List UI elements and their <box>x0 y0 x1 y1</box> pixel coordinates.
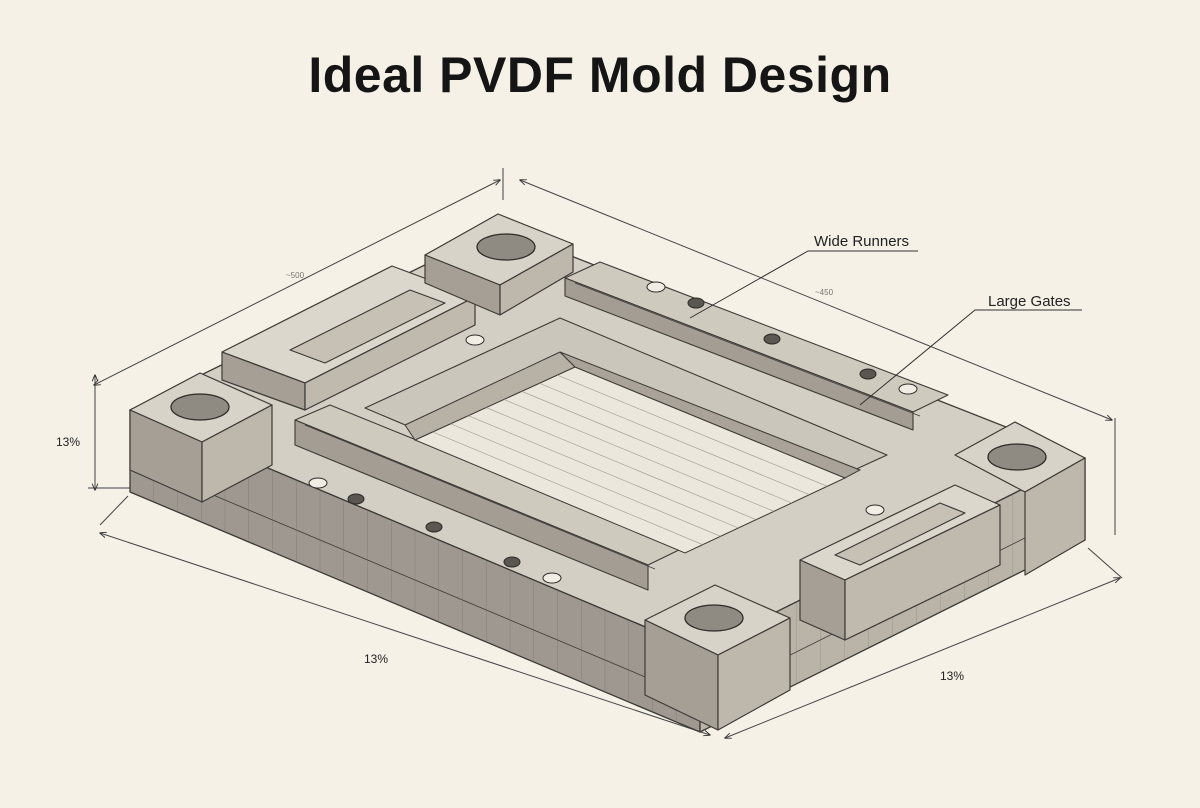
cavity <box>404 351 862 554</box>
dimension-top-right-faint: ~450 <box>815 288 834 297</box>
callout-large-gates: Large Gates <box>988 293 1071 310</box>
back-left-slot <box>289 289 446 364</box>
guide-hole-back <box>476 233 536 261</box>
dimension-front-length-label: 13% <box>364 652 388 666</box>
rim-blocks <box>221 265 1001 641</box>
guide-hole-left <box>170 393 230 421</box>
callout-wide-runners: Wide Runners <box>814 233 909 250</box>
callout-leaders <box>689 250 1082 406</box>
dimension-lines <box>88 168 1123 738</box>
dimension-height-label: 13% <box>56 435 80 449</box>
guide-hole-right <box>987 443 1047 471</box>
guide-hole-front <box>684 604 744 632</box>
page-title: Ideal PVDF Mold Design <box>308 47 892 103</box>
gate-holes <box>308 281 918 584</box>
dimension-top-left-faint: ~500 <box>286 271 305 280</box>
dimension-right-width-label: 13% <box>940 669 964 683</box>
guide-holes <box>170 233 1047 632</box>
front-hatching <box>153 420 677 722</box>
